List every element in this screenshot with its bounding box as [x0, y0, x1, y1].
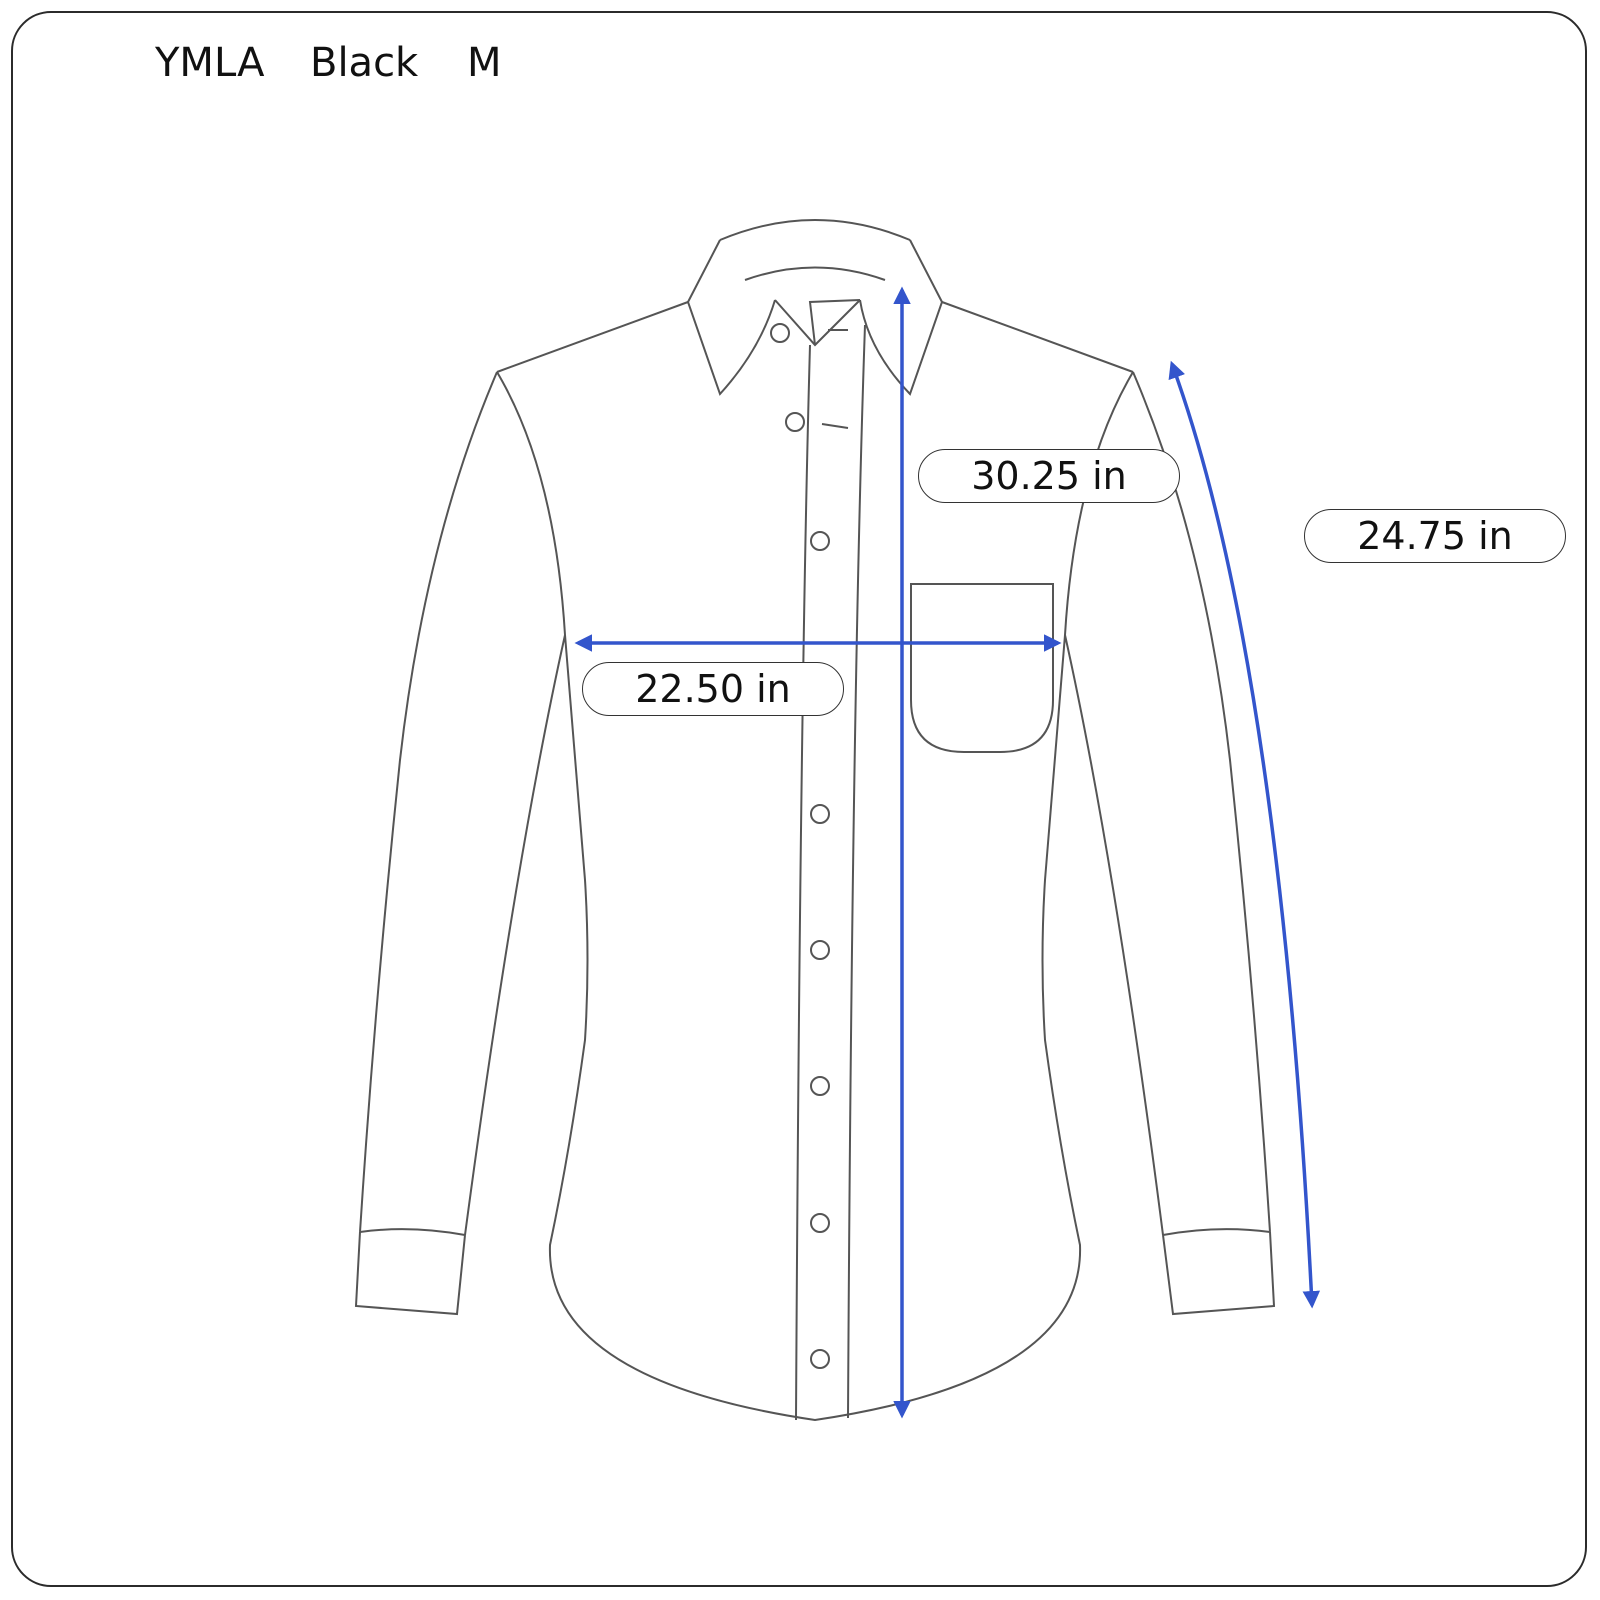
shirt-buttons [770, 323, 830, 1369]
brand-label: YMLA [155, 40, 265, 86]
chest-measurement-label: 22.50 in [582, 662, 844, 716]
shirt-button-icon [810, 940, 830, 960]
collar-button-icon [785, 412, 805, 432]
diagram-frame [11, 11, 1587, 1587]
shirt-button-icon [810, 1213, 830, 1233]
collar-button-icon [770, 323, 790, 343]
color-label: Black [310, 40, 419, 86]
shirt-button-icon [810, 1076, 830, 1096]
sleeve-arrow [1168, 360, 1321, 1309]
sleeve-measurement-label: 24.75 in [1304, 509, 1566, 563]
size-label: M [467, 40, 502, 86]
shirt-button-icon [810, 804, 830, 824]
measurement-arrows [574, 286, 1321, 1419]
shirt-button-icon [810, 1349, 830, 1369]
shirt-button-icon [810, 531, 830, 551]
length-measurement-label: 30.25 in [918, 449, 1180, 503]
